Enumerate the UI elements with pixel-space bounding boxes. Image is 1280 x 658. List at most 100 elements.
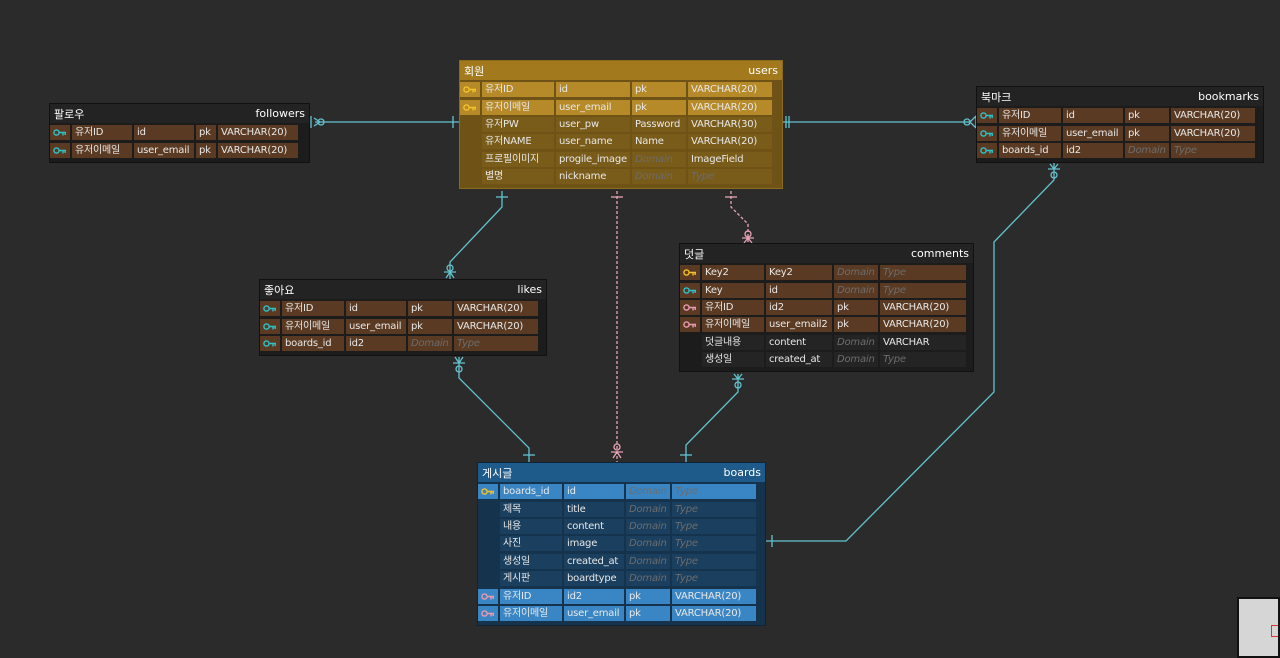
column-physical[interactable]: id2 — [766, 299, 832, 315]
column-physical[interactable]: progile_image — [556, 151, 630, 167]
column-type[interactable]: VARCHAR(20) — [688, 99, 772, 115]
column-logical[interactable]: 내용 — [500, 518, 562, 534]
column-domain[interactable]: Domain — [626, 501, 670, 517]
column-logical[interactable]: 유저PW — [482, 116, 554, 132]
column-logical[interactable]: 제목 — [500, 501, 562, 517]
column-logical[interactable]: 유저이메일 — [702, 317, 764, 333]
table-header[interactable]: 회원 users — [460, 61, 782, 80]
column-logical[interactable]: 유저이메일 — [999, 125, 1061, 141]
column-physical[interactable]: id — [346, 301, 406, 317]
column-logical[interactable]: boards_id — [999, 142, 1061, 158]
column-physical[interactable]: id2 — [564, 588, 624, 604]
column-type[interactable]: Type — [880, 265, 966, 281]
column-domain[interactable]: Domain — [632, 151, 686, 167]
column-physical[interactable]: boardtype — [564, 571, 624, 587]
relation-bookmarks-boards[interactable] — [766, 163, 1055, 542]
column-logical[interactable]: 유저ID — [72, 125, 132, 141]
column-physical[interactable]: user_pw — [556, 116, 630, 132]
column-type[interactable]: VARCHAR(20) — [688, 134, 772, 150]
column-logical[interactable]: 유저ID — [482, 82, 554, 98]
column-physical[interactable]: Key2 — [766, 265, 832, 281]
column-domain[interactable]: Domain — [626, 571, 670, 587]
column-logical[interactable]: 생성일 — [500, 553, 562, 569]
column-domain[interactable]: pk — [196, 125, 216, 141]
column-domain[interactable]: pk — [196, 142, 216, 158]
column-domain[interactable]: Domain — [1125, 142, 1169, 158]
column-domain[interactable]: Domain — [834, 282, 878, 298]
column-logical[interactable]: boards_id — [282, 335, 344, 351]
column-type[interactable]: Type — [672, 536, 756, 552]
column-logical[interactable]: 프로필이미지 — [482, 151, 554, 167]
column-type[interactable]: VARCHAR(20) — [880, 299, 966, 315]
column-type[interactable]: Type — [672, 518, 756, 534]
column-domain[interactable]: pk — [632, 82, 686, 98]
column-type[interactable]: VARCHAR(20) — [672, 588, 756, 604]
column-domain[interactable]: Domain — [626, 536, 670, 552]
column-domain[interactable]: pk — [632, 99, 686, 115]
table-header[interactable]: 덧글 comments — [680, 244, 973, 263]
column-type[interactable]: Type — [672, 484, 756, 500]
column-physical[interactable]: id — [564, 484, 624, 500]
column-physical[interactable]: user_email — [556, 99, 630, 115]
column-type[interactable]: VARCHAR(20) — [218, 125, 298, 141]
column-domain[interactable]: pk — [408, 318, 452, 334]
column-logical[interactable]: Key — [702, 282, 764, 298]
relation-users-comments[interactable] — [730, 191, 749, 243]
column-type[interactable]: VARCHAR(20) — [454, 301, 538, 317]
column-type[interactable]: Type — [672, 501, 756, 517]
column-physical[interactable]: id — [556, 82, 630, 98]
column-domain[interactable]: Domain — [626, 484, 670, 500]
column-logical[interactable]: 생성일 — [702, 352, 764, 368]
column-type[interactable]: ImageField — [688, 151, 772, 167]
column-physical[interactable]: created_at — [564, 553, 624, 569]
column-domain[interactable]: Domain — [408, 335, 452, 351]
column-physical[interactable]: user_email — [346, 318, 406, 334]
column-logical[interactable]: 유저ID — [500, 588, 562, 604]
column-logical[interactable]: 유저ID — [702, 299, 764, 315]
table-header[interactable]: 좋아요 likes — [260, 280, 546, 299]
column-type[interactable]: Type — [688, 169, 772, 185]
column-logical[interactable]: boards_id — [500, 484, 562, 500]
column-type[interactable]: Type — [880, 282, 966, 298]
table-header[interactable]: 게시글 boards — [478, 463, 765, 482]
column-type[interactable]: VARCHAR(20) — [218, 142, 298, 158]
column-logical[interactable]: 게시판 — [500, 571, 562, 587]
table-header[interactable]: 팔로우 followers — [50, 104, 309, 123]
column-type[interactable]: VARCHAR(20) — [454, 318, 538, 334]
column-physical[interactable]: id2 — [1063, 142, 1123, 158]
column-domain[interactable]: pk — [834, 317, 878, 333]
column-logical[interactable]: Key2 — [702, 265, 764, 281]
column-physical[interactable]: id — [134, 125, 194, 141]
column-physical[interactable]: user_email2 — [766, 317, 832, 333]
column-domain[interactable]: Name — [632, 134, 686, 150]
column-physical[interactable]: nickname — [556, 169, 630, 185]
column-logical[interactable]: 별명 — [482, 169, 554, 185]
column-type[interactable]: VARCHAR(20) — [1171, 125, 1255, 141]
column-domain[interactable]: pk — [408, 301, 452, 317]
column-domain[interactable]: Domain — [834, 352, 878, 368]
column-physical[interactable]: id — [1063, 108, 1123, 124]
